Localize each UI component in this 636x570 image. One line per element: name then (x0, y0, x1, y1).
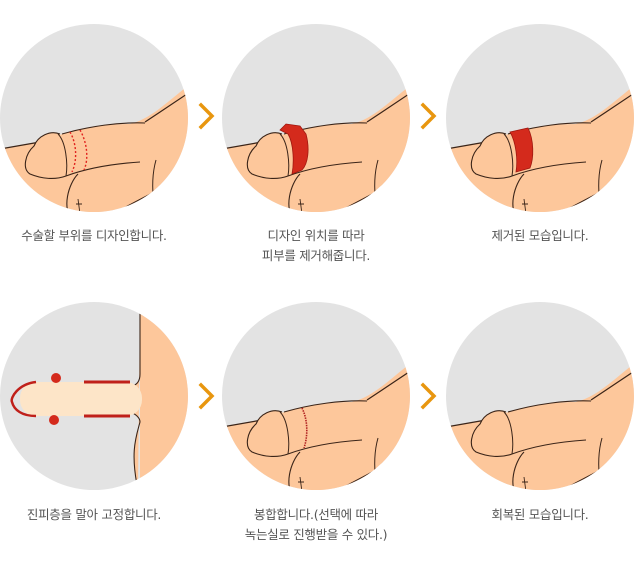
step-4-caption: 진피층을 말아 고정합니다. (26, 507, 162, 522)
step-3-caption: 제거된 모습입니다. (491, 228, 589, 243)
chevron-right-icon (197, 381, 217, 411)
step-3-illustration (446, 24, 634, 212)
step-4-illustration (0, 302, 188, 490)
step-2-caption: 디자인 위치를 따라 피부를 제거해줍니다. (261, 228, 371, 263)
chevron-right-icon (419, 101, 439, 131)
step-5-illustration (222, 302, 410, 490)
step-1-caption: 수술할 부위를 디자인합니다. (21, 228, 167, 243)
step-1-illustration (0, 24, 188, 212)
step-5-caption: 봉합합니다.(선택에 따라 녹는실로 진행받을 수 있다.) (244, 507, 388, 542)
step-6-illustration (446, 302, 634, 490)
step-6-caption: 회복된 모습입니다. (491, 507, 589, 522)
chevron-right-icon (197, 101, 217, 131)
chevron-right-icon (419, 381, 439, 411)
step-2-illustration (222, 24, 410, 212)
